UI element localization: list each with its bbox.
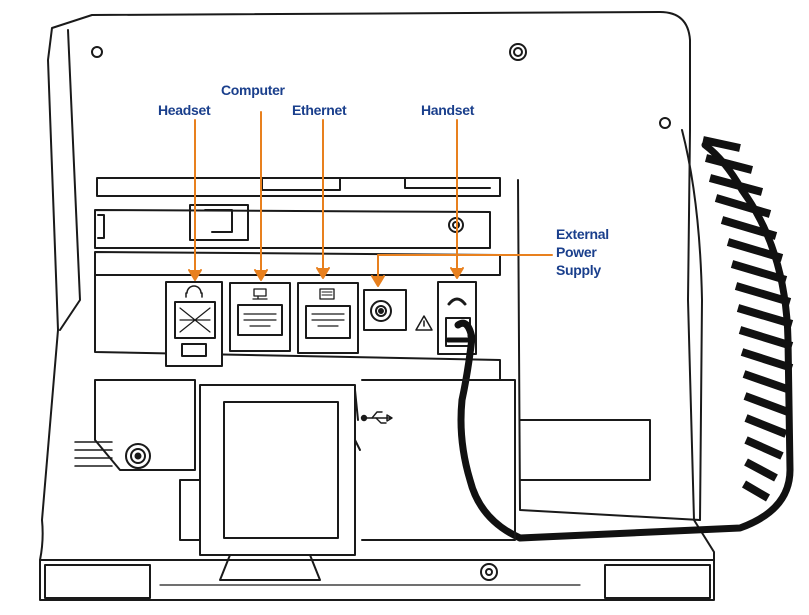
ethernet-port [297,282,359,354]
ethernet-label: Ethernet [292,102,347,118]
usb-icon [360,411,393,424]
callout-lines [188,111,553,287]
external-power-supply-label: External Power Supply [556,226,609,280]
warning-icon [415,315,433,331]
handset-cord [454,141,794,542]
screw-top-right [659,117,671,129]
upper-shelf-line [96,177,501,197]
computer-label: Computer [221,82,285,98]
lower-left-screw [125,443,151,469]
coiled-cord [702,136,794,502]
power-label-line-1: External [556,226,609,242]
handset-body [517,179,701,521]
headset-label: Headset [158,102,211,118]
upper-panel-edge [59,29,81,331]
bottom-screw [480,563,498,581]
handset-label: Handset [421,102,475,118]
port-bay [94,251,501,276]
computer-port [229,282,291,352]
lower-left-panel [94,379,196,471]
latch-clip [189,204,249,241]
lower-body-edge [94,274,501,381]
power-jack [363,289,407,331]
screw-top-left [91,46,103,58]
headset-port [165,281,223,367]
power-label-line-2: Power [556,244,597,260]
callout-power [377,254,553,285]
screw-top-center [509,43,527,61]
middle-bracket [94,209,491,249]
power-label-line-3: Supply [556,262,601,278]
